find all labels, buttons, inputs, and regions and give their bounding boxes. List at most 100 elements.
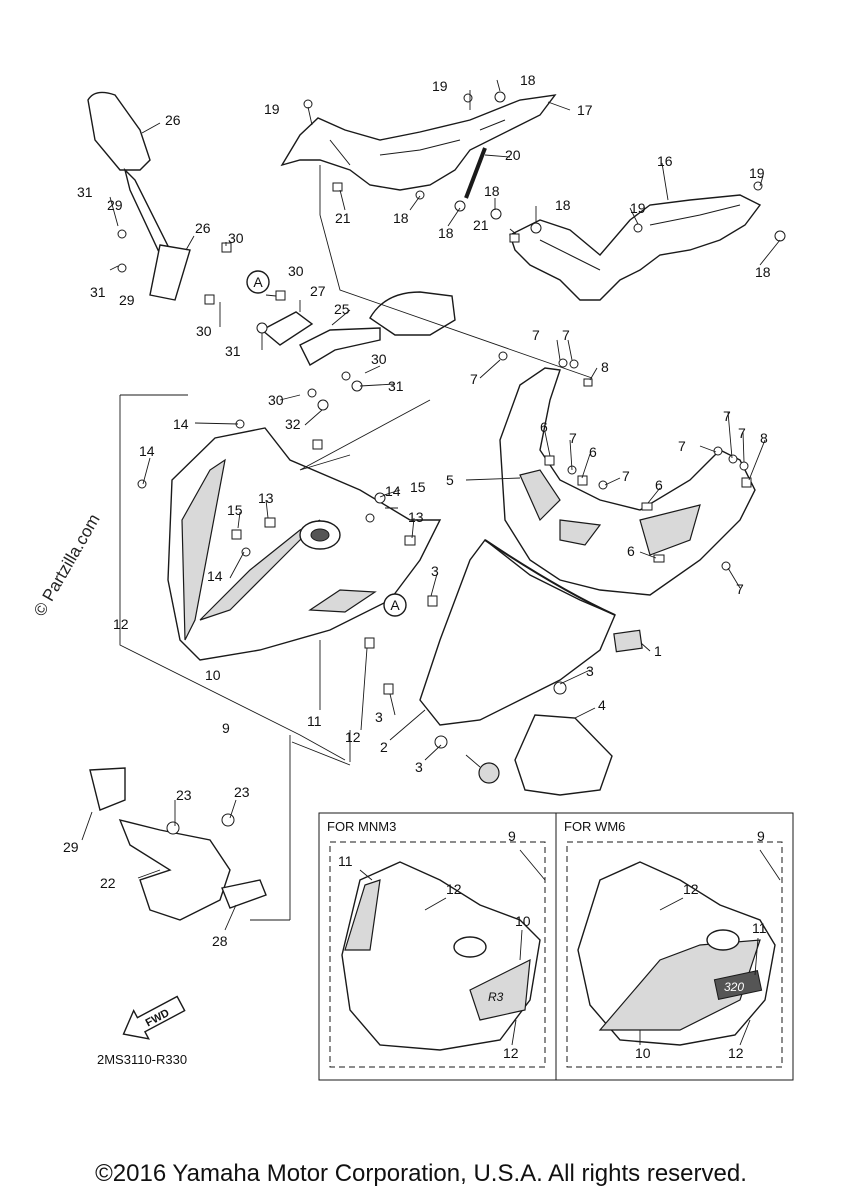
callout-label: 3 — [586, 663, 594, 679]
copyright-notice: ©2016 Yamaha Motor Corporation, U.S.A. A… — [95, 1160, 747, 1187]
callout-label: 21 — [473, 217, 489, 233]
callout-label: 22 — [100, 875, 116, 891]
callout-label: 6 — [627, 543, 635, 559]
callout-label: 7 — [736, 581, 744, 597]
cover-4 — [514, 714, 613, 796]
marker-a-top-label: A — [253, 274, 263, 290]
mirror-24 — [299, 291, 456, 366]
callout-label: 7 — [562, 327, 570, 343]
inner-panel-16 — [509, 194, 762, 301]
callout-label: 26 — [195, 220, 211, 236]
callout-label: 30 — [288, 263, 304, 279]
callout-label: 3 — [375, 709, 383, 725]
callout-label: 29 — [119, 292, 135, 308]
grommet-32 — [478, 762, 500, 784]
callout-label: 6 — [589, 444, 597, 460]
variant-box-wm6: FOR WM6 320 9 12 11 10 12 — [555, 812, 794, 1081]
callout-label: 31 — [90, 284, 106, 300]
callout-label: 30 — [196, 323, 212, 339]
callout-label: 1 — [654, 643, 662, 659]
inner-panel-17 — [280, 94, 557, 191]
callout-label: 10 — [635, 1045, 651, 1061]
callout-label: 7 — [738, 425, 746, 441]
callout-label: 3 — [415, 759, 423, 775]
callout-label: 32 — [285, 416, 301, 432]
callout-label: 7 — [723, 408, 731, 424]
callout-label: 6 — [540, 419, 548, 435]
windshield-2 — [419, 539, 643, 726]
decal-11 — [308, 589, 377, 613]
callout-label: 10 — [205, 667, 221, 683]
variant-box-mnm3: FOR MNM3 R3 9 11 12 10 12 — [318, 812, 557, 1081]
callout-label: 12 — [446, 881, 462, 897]
callout-label: 31 — [388, 378, 404, 394]
marker-a-cowl — [383, 593, 407, 617]
callout-label: 27 — [310, 283, 326, 299]
stay-22 — [89, 767, 267, 921]
callout-label: 18 — [393, 210, 409, 226]
callout-label: 5 — [446, 472, 454, 488]
fasteners — [117, 91, 786, 835]
callout-label: 9 — [222, 720, 230, 736]
callout-label: 12 — [503, 1045, 519, 1061]
callout-label: 7 — [678, 438, 686, 454]
callout-label: 26 — [165, 112, 181, 128]
callout-label: 12 — [113, 616, 129, 632]
callout-label: 4 — [598, 697, 606, 713]
rod-20 — [464, 147, 487, 199]
callout-label: 21 — [335, 210, 351, 226]
callout-label: 18 — [555, 197, 571, 213]
callout-label: 29 — [63, 839, 79, 855]
callout-label: 3 — [431, 563, 439, 579]
callout-label: 7 — [622, 468, 630, 484]
callout-label: 7 — [569, 430, 577, 446]
diagram-code: 2MS3110-R330 — [97, 1052, 187, 1067]
callout-label: 18 — [484, 183, 500, 199]
marker-a-top — [246, 270, 270, 294]
callout-label: 28 — [212, 933, 228, 949]
callout-label: 30 — [228, 230, 244, 246]
callout-label: 23 — [176, 787, 192, 803]
callout-label: 30 — [268, 392, 284, 408]
callout-label: 13 — [258, 490, 274, 506]
badge-text: 320 — [724, 980, 744, 994]
callout-label: 14 — [173, 416, 189, 432]
callout-label: 29 — [107, 197, 123, 213]
callout-label: 10 — [515, 913, 531, 929]
callout-label: 6 — [655, 477, 663, 493]
fwd-label: FWD — [144, 1007, 172, 1029]
mirror-25 — [87, 91, 191, 301]
bracket-26 — [260, 311, 314, 346]
callout-label: 19 — [630, 200, 646, 216]
callout-label: 17 — [577, 102, 593, 118]
callout-label: 7 — [470, 371, 478, 387]
callout-label: 18 — [520, 72, 536, 88]
callout-label: 11 — [338, 853, 353, 869]
callout-label: 31 — [77, 184, 93, 200]
callout-labels: 26 31 29 26 30 31 29 30 30 27 31 25 30 3… — [63, 72, 771, 949]
callout-label: 18 — [755, 264, 771, 280]
callout-label: 15 — [410, 479, 426, 495]
variant-title: FOR WM6 — [564, 819, 625, 834]
callout-label: 9 — [508, 828, 516, 844]
callout-label: 11 — [752, 920, 767, 936]
callout-label: 19 — [264, 101, 280, 117]
callout-label: 20 — [505, 147, 521, 163]
callout-label: 11 — [307, 713, 322, 729]
fwd-arrow: FWD — [122, 995, 186, 1040]
callout-label: 30 — [371, 351, 387, 367]
callout-label: 16 — [657, 153, 673, 169]
callout-label: 8 — [760, 430, 768, 446]
variant-title: FOR MNM3 — [327, 819, 396, 834]
callout-label: 18 — [438, 225, 454, 241]
front-cowling-9 — [167, 427, 442, 661]
callout-label: 12 — [345, 729, 361, 745]
callout-label: 12 — [683, 881, 699, 897]
callout-label: 15 — [227, 502, 243, 518]
callout-label: 14 — [139, 443, 155, 459]
callout-label: 7 — [532, 327, 540, 343]
callout-label: 14 — [385, 483, 401, 499]
callout-label: 19 — [749, 165, 765, 181]
callout-label: 25 — [334, 301, 350, 317]
callout-label: 13 — [408, 509, 424, 525]
